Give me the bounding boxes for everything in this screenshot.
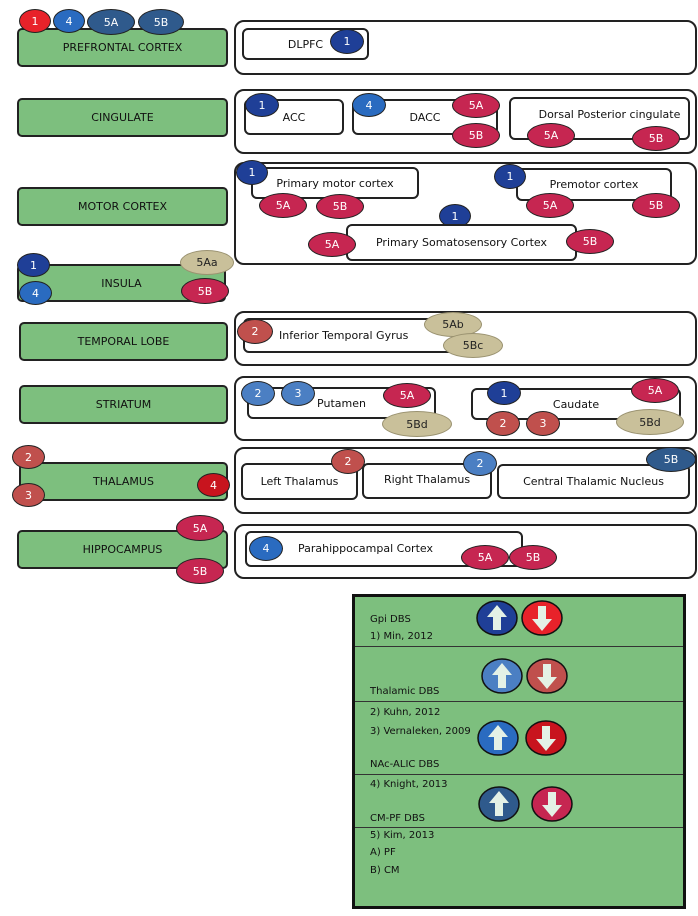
- badge-1: 1: [236, 160, 268, 185]
- badge-5b: 5B: [138, 9, 184, 35]
- region-label: TEMPORAL LOBE: [77, 335, 170, 348]
- legend-divider: [355, 774, 683, 775]
- subregion-label: Dorsal Posterior cingulate: [538, 108, 681, 121]
- subregion-label: Right Thalamus: [383, 473, 471, 486]
- region-striatum: STRIATUM: [19, 385, 228, 424]
- subregion-label: Left Thalamus: [260, 475, 339, 488]
- badge-5b: 5B: [509, 545, 557, 570]
- legend-divider: [355, 701, 683, 702]
- region-label: THALAMUS: [93, 475, 154, 488]
- badge-5b: 5B: [632, 126, 680, 151]
- arrow-down-icon: [531, 786, 573, 822]
- badge-2: 2: [237, 319, 273, 344]
- legend-cm: B) CM: [370, 865, 400, 876]
- legend-ref-5: 5) Kim, 2013: [370, 830, 435, 841]
- badge-1: 1: [19, 9, 51, 33]
- badge-5aa: 5Aa: [180, 250, 234, 275]
- legend-ref-1: 1) Min, 2012: [370, 631, 433, 642]
- subregion-label: Parahippocampal Cortex: [298, 542, 433, 555]
- subregion-label: Central Thalamic Nucleus: [523, 475, 664, 488]
- arrow-down-icon: [521, 600, 563, 636]
- region-label: HIPPOCAMPUS: [82, 543, 163, 556]
- region-prefrontal-cortex: PREFRONTAL CORTEX: [17, 28, 228, 67]
- arrow-up-icon: [478, 786, 520, 822]
- badge-5b: 5B: [316, 194, 364, 219]
- badge-5a: 5A: [176, 515, 224, 541]
- badge-5a: 5A: [461, 545, 509, 570]
- badge-4: 4: [19, 281, 52, 305]
- badge-2: 2: [331, 449, 365, 474]
- legend-pf: A) PF: [370, 847, 396, 858]
- badge-4: 4: [197, 473, 230, 497]
- badge-5bc: 5Bc: [443, 333, 503, 358]
- legend-cm-pf-dbs: CM-PF DBS: [370, 813, 425, 824]
- badge-4: 4: [352, 93, 386, 117]
- region-motor-cortex: MOTOR CORTEX: [17, 187, 228, 226]
- region-label: CINGULATE: [91, 111, 154, 124]
- badge-5b: 5B: [632, 193, 680, 218]
- arrow-down-icon: [526, 658, 568, 694]
- badge-1: 1: [494, 164, 526, 189]
- badge-5a: 5A: [308, 232, 356, 257]
- badge-4: 4: [249, 536, 283, 561]
- arrow-up-icon: [477, 720, 519, 756]
- badge-5b: 5B: [646, 447, 696, 472]
- badge-5a: 5A: [87, 9, 135, 35]
- arrow-up-icon: [481, 658, 523, 694]
- region-temporal-lobe: TEMPORAL LOBE: [19, 322, 228, 361]
- subregion-label: Primary Somatosensory Cortex: [375, 236, 547, 249]
- badge-5a: 5A: [527, 123, 575, 148]
- badge-2: 2: [486, 411, 520, 436]
- badge-5a: 5A: [526, 193, 574, 218]
- subregion-label: Premotor cortex: [549, 178, 639, 191]
- badge-2: 2: [241, 381, 275, 406]
- legend-gpi-dbs: Gpi DBS: [370, 614, 411, 625]
- region-thalamus: THALAMUS: [19, 462, 228, 501]
- badge-5bd: 5Bd: [616, 409, 684, 435]
- subregion-primary-somatosensory-cortex: Primary Somatosensory Cortex: [346, 224, 577, 261]
- legend-ref-3: 3) Vernaleken, 2009: [370, 726, 471, 737]
- badge-2: 2: [463, 451, 497, 476]
- legend-thalamic-dbs: Thalamic DBS: [370, 686, 440, 697]
- subregion-label: Primary motor cortex: [276, 176, 394, 190]
- legend-nac-alic-dbs: NAc-ALIC DBS: [370, 759, 440, 770]
- region-label: INSULA: [101, 276, 142, 290]
- badge-2: 2: [12, 445, 45, 469]
- badge-5b: 5B: [566, 229, 614, 254]
- subregion-label: Putamen: [317, 396, 366, 410]
- badge-5b: 5B: [452, 123, 500, 148]
- region-label: PREFRONTAL CORTEX: [62, 41, 183, 54]
- region-label: STRIATUM: [95, 398, 152, 411]
- subregion-label: ACC: [282, 110, 306, 124]
- legend-divider: [355, 827, 683, 828]
- region-label: MOTOR CORTEX: [77, 200, 168, 213]
- badge-1: 1: [330, 29, 364, 54]
- subregion-label: DLPFC: [287, 37, 324, 51]
- arrow-down-icon: [525, 720, 567, 756]
- legend-divider: [355, 646, 683, 647]
- subregion-label: Caudate: [552, 397, 600, 411]
- badge-5a: 5A: [631, 378, 679, 403]
- legend-ref-4: 4) Knight, 2013: [370, 779, 448, 790]
- badge-5b: 5B: [176, 558, 224, 584]
- badge-5a: 5A: [383, 383, 431, 408]
- badge-3: 3: [12, 483, 45, 507]
- legend-ref-2: 2) Kuhn, 2012: [370, 707, 441, 718]
- badge-3: 3: [526, 411, 560, 436]
- badge-1: 1: [487, 381, 521, 405]
- badge-4: 4: [53, 9, 85, 33]
- badge-3: 3: [281, 381, 315, 406]
- subregion-label: DACC: [409, 110, 441, 124]
- subregion-label: Inferior Temporal Gyrus: [279, 329, 409, 342]
- badge-5a: 5A: [259, 193, 307, 218]
- badge-5bd: 5Bd: [382, 411, 452, 437]
- legend-box: Gpi DBS 1) Min, 2012 Thalamic DBS 2) Kuh…: [352, 594, 686, 909]
- arrow-up-icon: [476, 600, 518, 636]
- badge-1: 1: [245, 93, 279, 117]
- region-cingulate: CINGULATE: [17, 98, 228, 137]
- badge-5b: 5B: [181, 278, 229, 304]
- badge-5a: 5A: [452, 93, 500, 118]
- badge-1: 1: [17, 253, 50, 277]
- subregion-primary-motor-cortex: Primary motor cortex: [251, 167, 419, 199]
